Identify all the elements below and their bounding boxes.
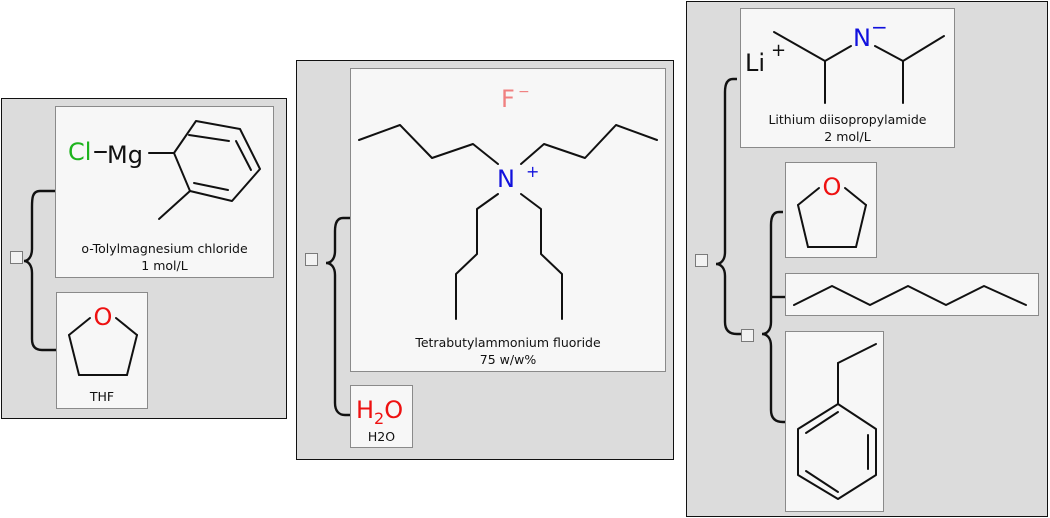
heptane-structure — [793, 285, 1027, 306]
reaction-group-panel-1: Cl Mg o-Tolylmagnesium chloride 1 mol/L … — [1, 98, 287, 419]
reagent-name: Tetrabutylammonium fluoride — [415, 335, 601, 350]
amide-charge: − — [871, 15, 888, 39]
magnesium-atom-label: Mg — [107, 141, 143, 169]
hydrogen-symbol: H — [356, 396, 374, 424]
group-bracket — [325, 216, 351, 417]
nitrogen-atom-label: N — [853, 24, 871, 52]
group-checkbox[interactable] — [695, 254, 708, 267]
solvent-mixture-checkbox[interactable] — [741, 329, 754, 342]
chlorine-atom-label: Cl — [68, 138, 91, 166]
solvent-card-ethylbenzene[interactable] — [785, 331, 884, 512]
reagent-card-o-tolylmagnesium-chloride[interactable]: Cl Mg o-Tolylmagnesium chloride 1 mol/L — [55, 106, 274, 278]
group-bracket — [715, 77, 787, 424]
reaction-group-panel-2: F − N + Tetrabutylammonium fluoride 75 w… — [296, 60, 674, 460]
fluoride-charge: − — [518, 84, 530, 100]
oxygen-atom-label: O — [94, 303, 113, 331]
group-checkbox[interactable] — [10, 251, 23, 264]
reagent-name: o-Tolylmagnesium chloride — [81, 241, 248, 256]
reagent-card-tetrabutylammonium-fluoride[interactable]: F − N + Tetrabutylammonium fluoride 75 w… — [350, 68, 666, 372]
solvent-card-thf[interactable]: O — [785, 162, 877, 258]
lithium-atom-label: Li — [745, 49, 765, 77]
reagent-concentration: 1 mol/L — [141, 258, 188, 273]
ethylbenzene-structure — [797, 343, 877, 500]
nitrogen-atom-label: N — [497, 165, 515, 193]
solvent-name: THF — [89, 389, 115, 404]
ammonium-charge: + — [526, 162, 539, 181]
group-bracket — [23, 189, 58, 352]
o-tolylmagnesium-chloride-structure: Cl Mg — [68, 120, 261, 220]
thf-structure: O — [68, 303, 138, 376]
reagent-concentration: 75 w/w% — [479, 352, 537, 367]
oxygen-atom-label: O — [823, 173, 842, 201]
reagent-name: Lithium diisopropylamide — [768, 112, 927, 127]
solvent-card-heptane[interactable] — [785, 273, 1039, 316]
water-formula: H2O — [356, 396, 403, 428]
solvent-card-water[interactable]: H2O H2O — [350, 385, 413, 448]
lithium-diisopropylamide-structure: Li + N − — [745, 15, 945, 104]
oxygen-symbol: O — [384, 396, 403, 424]
lithium-charge: + — [771, 40, 786, 61]
group-checkbox[interactable] — [305, 253, 318, 266]
hydrogen-count-subscript: 2 — [374, 409, 384, 428]
reagent-card-lithium-diisopropylamide[interactable]: Li + N − Lithium diisopropylamide 2 mol/… — [740, 8, 955, 148]
svg-text:H2O: H2O — [356, 396, 403, 428]
thf-structure: O — [797, 173, 867, 248]
reagent-concentration: 2 mol/L — [824, 129, 871, 144]
tetrabutylammonium-fluoride-structure: F − N + — [358, 84, 658, 320]
solvent-name: H2O — [367, 429, 396, 444]
fluorine-atom-label: F — [501, 85, 515, 113]
reaction-group-panel-3: Li + N − Lithium diisopropylamide 2 mol/… — [686, 1, 1048, 517]
solvent-card-thf[interactable]: O THF — [56, 292, 148, 409]
